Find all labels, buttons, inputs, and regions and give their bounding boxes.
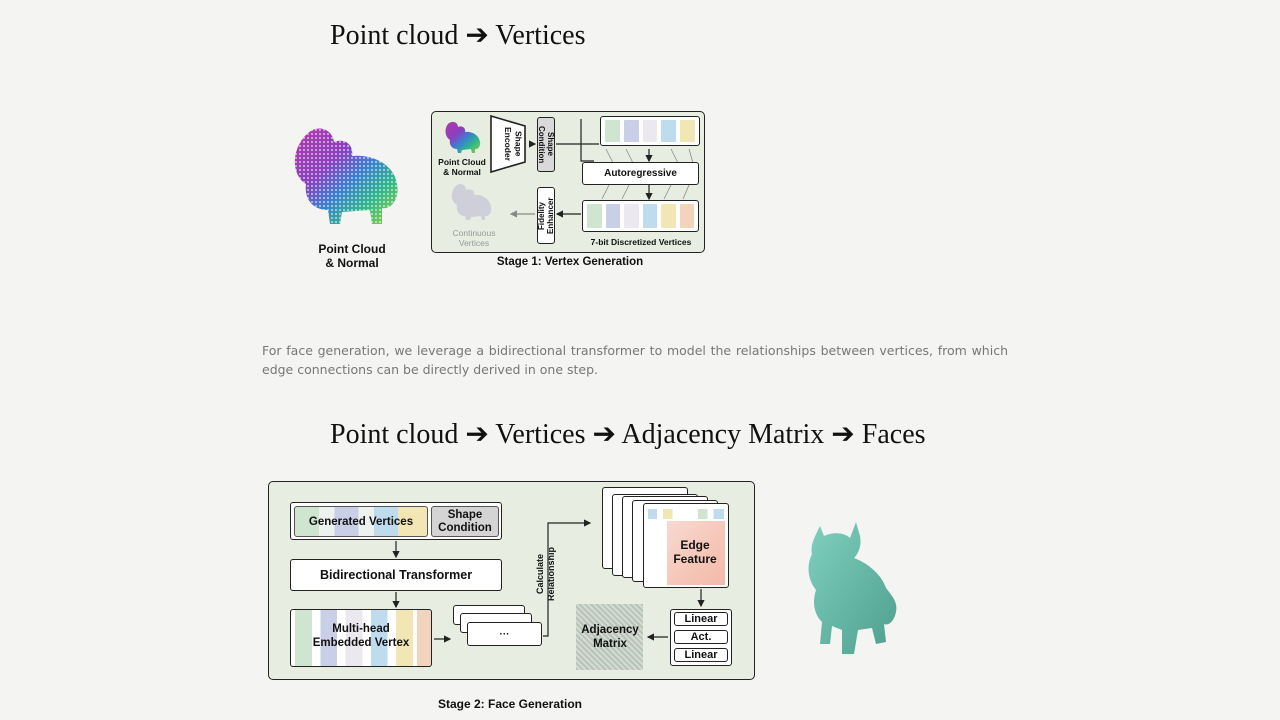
adjacency-line1: Adjacency	[581, 624, 639, 636]
shape-condition-line2: Condition	[438, 521, 492, 534]
adjacency-matrix-texture	[576, 604, 643, 670]
stage1-pc-label-line2: & Normal	[443, 167, 481, 178]
point-cloud-cow-left	[294, 128, 398, 224]
shape-condition-label: Shape Condition	[537, 125, 555, 164]
edge-feature-line2: Feature	[673, 552, 717, 567]
edge-feature-header	[648, 509, 724, 519]
stage2-arrows	[392, 519, 705, 643]
shape-condition-line1: Shape	[447, 508, 483, 521]
section1-heading: Point cloud ➔ Vertices	[330, 20, 586, 51]
stage1-caption: Stage 1: Vertex Generation	[496, 256, 644, 268]
mesh-cow	[808, 522, 897, 654]
shape-condition-block-2: Shape Condition	[431, 506, 499, 537]
linear-2-block: Linear	[674, 648, 728, 662]
token	[605, 204, 620, 228]
multi-head-line1: Multi-head	[332, 623, 390, 635]
fidelity-enhancer-block: Fidelity Enhancer	[537, 187, 555, 244]
multi-head-block	[290, 609, 432, 667]
stage1-pc-label-line1: Point Cloud	[438, 157, 486, 167]
token	[642, 204, 657, 228]
adjacency-line2: Matrix	[593, 637, 627, 650]
description-paragraph: For face generation, we leverage a bidir…	[262, 343, 1008, 377]
token	[605, 120, 620, 142]
autoregressive-block: Autoregressive	[582, 162, 699, 185]
input-label-line1: Point Cloud	[318, 242, 386, 256]
point-cloud-cow-right	[756, 86, 940, 295]
token	[587, 204, 602, 228]
input-token-strip	[600, 116, 700, 146]
continuous-vertices-line2: Vertices	[458, 238, 490, 249]
shape-encoder-block	[490, 114, 526, 174]
mini-point-cloud-icon	[445, 121, 481, 153]
embedded-matrix-stack: ···	[467, 622, 542, 646]
continuous-vertices-icon	[451, 184, 492, 220]
fidelity-enhancer-label: Fidelity Enhancer	[537, 197, 555, 234]
edge-feature-fill	[667, 521, 725, 585]
token	[680, 120, 695, 142]
shape-encoder-label: Shape Encoder	[503, 126, 524, 161]
discretized-vertices-label: 7-bit Discretized Vertices	[590, 237, 692, 247]
stage2-caption: Stage 2: Face Generation	[437, 697, 583, 711]
section2-heading: Point cloud ➔ Vertices ➔ Adjacency Matri…	[330, 419, 926, 450]
input-label-line2: & Normal	[325, 256, 379, 271]
linear-1-block: Linear	[674, 612, 728, 626]
shape-condition-block: Shape Condition	[537, 117, 555, 172]
generated-vertices-row: Generated Vertices Shape Condition	[290, 502, 502, 540]
multi-head-line2: Embedded Vertex	[312, 636, 410, 649]
token	[679, 204, 694, 228]
discretized-token-strip	[582, 200, 699, 232]
bidirectional-transformer-block: Bidirectional Transformer	[290, 559, 502, 591]
act-block: Act.	[674, 630, 728, 644]
token	[624, 204, 639, 228]
token	[661, 120, 677, 142]
edge-feature-line1: Edge	[680, 538, 710, 552]
edge-feature-card	[643, 503, 729, 588]
generated-vertices-block: Generated Vertices	[294, 506, 428, 537]
token	[661, 204, 676, 228]
token	[642, 120, 658, 142]
continuous-vertices-line1: Continuous	[452, 228, 496, 238]
stage1-arrows	[509, 119, 694, 218]
token	[623, 120, 639, 142]
